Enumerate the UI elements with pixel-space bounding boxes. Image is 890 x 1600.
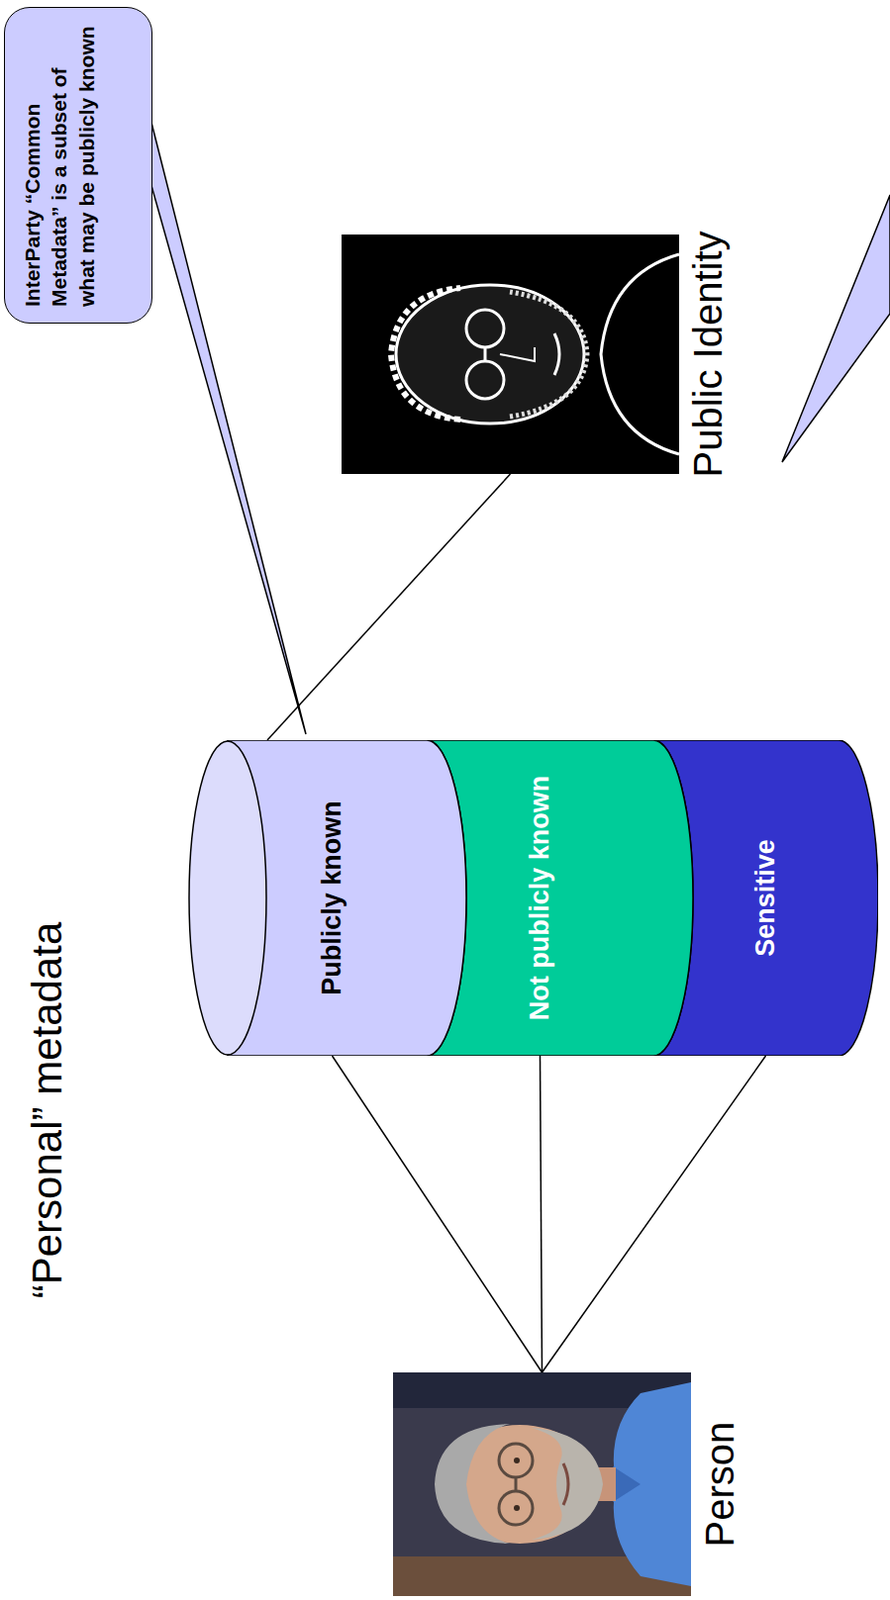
person-node: Person: [393, 1373, 692, 1597]
public-identity-sketch: [341, 234, 680, 475]
sensitive-band: Sensitive: [653, 740, 879, 1057]
band-label: Publicly known: [315, 800, 348, 996]
public-identity-node: Public Identity: [341, 234, 680, 475]
callout-tail: [148, 110, 306, 735]
band-label: Sensitive: [749, 839, 782, 958]
callout-text: InterParty “Common Metadata” is a subset…: [18, 23, 100, 307]
photo-caption: Person: [696, 1353, 743, 1600]
public-band: Publicly known: [237, 740, 427, 1057]
band-label: Not publicly known: [523, 776, 556, 1022]
connector-line: [542, 1056, 767, 1374]
metadata-cylinder: “Personal” metadataPublicly knownNot pub…: [188, 740, 879, 1057]
private-band: Not publicly known: [426, 740, 654, 1057]
cylinder-top: [189, 741, 267, 1056]
person-photo: [393, 1373, 692, 1597]
connector-line: [332, 1056, 543, 1374]
connector-line: [267, 474, 511, 741]
cylinder-title: “Personal” metadata: [24, 897, 70, 1324]
photo-caption: Public Identity: [685, 214, 731, 495]
callout-tail: [782, 195, 890, 463]
connector-line: [540, 1056, 543, 1374]
callout-box: InterParty “Common Metadata” is a subset…: [3, 6, 153, 324]
